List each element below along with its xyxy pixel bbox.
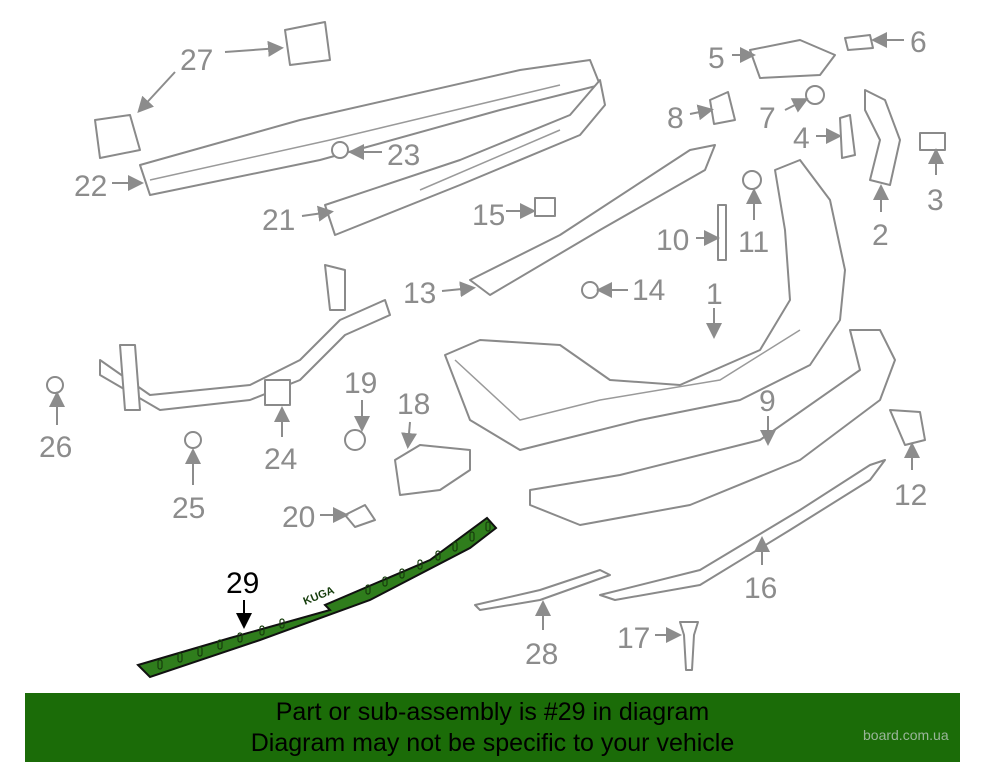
step-plate-slot <box>157 659 163 670</box>
part-11-clip <box>742 170 762 190</box>
step-plate-slot <box>217 639 223 650</box>
step-plate-slots <box>157 521 491 670</box>
part-4-clip <box>839 114 856 159</box>
step-plate-slot <box>399 568 405 579</box>
part-12-bracket <box>889 409 926 446</box>
part-8 <box>709 91 736 125</box>
step-plate-slot <box>177 652 183 663</box>
part-26-bolt <box>46 376 64 394</box>
callout-22: 22 <box>74 170 107 203</box>
callout-16: 16 <box>744 572 777 605</box>
part-15 <box>534 197 556 217</box>
callout-28: 28 <box>525 638 558 671</box>
part-1-bumper-cover <box>444 159 846 451</box>
step-plate-slot <box>435 550 441 561</box>
step-plate-slot <box>452 541 458 552</box>
step-plate-slot <box>417 559 423 570</box>
part-24-hitch <box>99 299 391 411</box>
part-5-bracket <box>749 39 836 79</box>
part-2-bracket <box>864 89 901 186</box>
part-29-step-plate <box>136 516 498 679</box>
part-24-bracket <box>119 264 346 411</box>
part-25-bolt <box>184 431 202 449</box>
callout-27: 27 <box>180 44 213 77</box>
step-plate-slot <box>469 531 475 542</box>
callout-18: 18 <box>397 388 430 421</box>
callout-17: 17 <box>617 622 650 655</box>
callout-4: 4 <box>793 122 810 155</box>
callout-13: 13 <box>403 277 436 310</box>
callout-3: 3 <box>927 184 944 217</box>
info-banner: Part or sub-assembly is #29 in diagram D… <box>25 693 960 762</box>
callout-23: 23 <box>387 139 420 172</box>
callout-7: 7 <box>759 102 776 135</box>
callout-8: 8 <box>667 102 684 135</box>
step-plate-slot <box>485 521 491 532</box>
step-plate-slot <box>365 584 371 595</box>
step-plate-slot <box>259 625 265 636</box>
part-10-stud <box>717 204 727 261</box>
part-3-bolt <box>919 132 946 151</box>
callout-26: 26 <box>39 431 72 464</box>
callout-29: 29 <box>226 567 259 600</box>
callout-5: 5 <box>708 42 725 75</box>
step-plate-slot <box>382 576 388 587</box>
part-7-nut <box>805 85 825 105</box>
part-14-bolt <box>581 281 599 299</box>
part-19-bolt <box>344 429 366 451</box>
watermark: board.com.ua <box>863 727 949 743</box>
callout-15: 15 <box>472 199 505 232</box>
callout-11: 11 <box>738 226 769 259</box>
part-18-bracket <box>394 444 471 496</box>
step-plate-slot <box>237 632 243 643</box>
part-17-rivet <box>679 621 699 671</box>
callout-21: 21 <box>262 204 295 237</box>
step-plate-slot <box>279 618 285 629</box>
callout-6: 6 <box>910 26 927 59</box>
part-21-absorber <box>324 79 606 236</box>
callout-20: 20 <box>282 501 315 534</box>
callout-labels: 1 2 3 4 5 6 7 8 9 10 11 12 13 14 15 16 1… <box>39 26 944 671</box>
part-23-bolt <box>331 141 349 159</box>
part-13-absorber <box>469 144 716 296</box>
part-16-skid <box>599 459 886 601</box>
part-20-clip <box>344 504 376 528</box>
callout-10: 10 <box>656 224 689 257</box>
part-28-trim <box>474 569 611 611</box>
part-27-bracket <box>94 21 331 159</box>
callout-9: 9 <box>759 385 776 418</box>
callout-14: 14 <box>632 274 665 307</box>
callout-24: 24 <box>264 443 297 476</box>
banner-line-2: Diagram may not be specific to your vehi… <box>250 729 735 757</box>
callout-12: 12 <box>894 479 927 512</box>
callout-2: 2 <box>872 219 889 252</box>
banner-line-1: Part or sub-assembly is #29 in diagram <box>275 698 710 726</box>
part-6-bolt <box>844 34 874 51</box>
step-plate-slot <box>197 646 203 657</box>
callout-25: 25 <box>172 492 205 525</box>
callout-1: 1 <box>706 278 723 311</box>
part-22-reinforcement <box>139 59 601 196</box>
callout-19: 19 <box>344 367 377 400</box>
leader-arrows <box>49 32 944 643</box>
